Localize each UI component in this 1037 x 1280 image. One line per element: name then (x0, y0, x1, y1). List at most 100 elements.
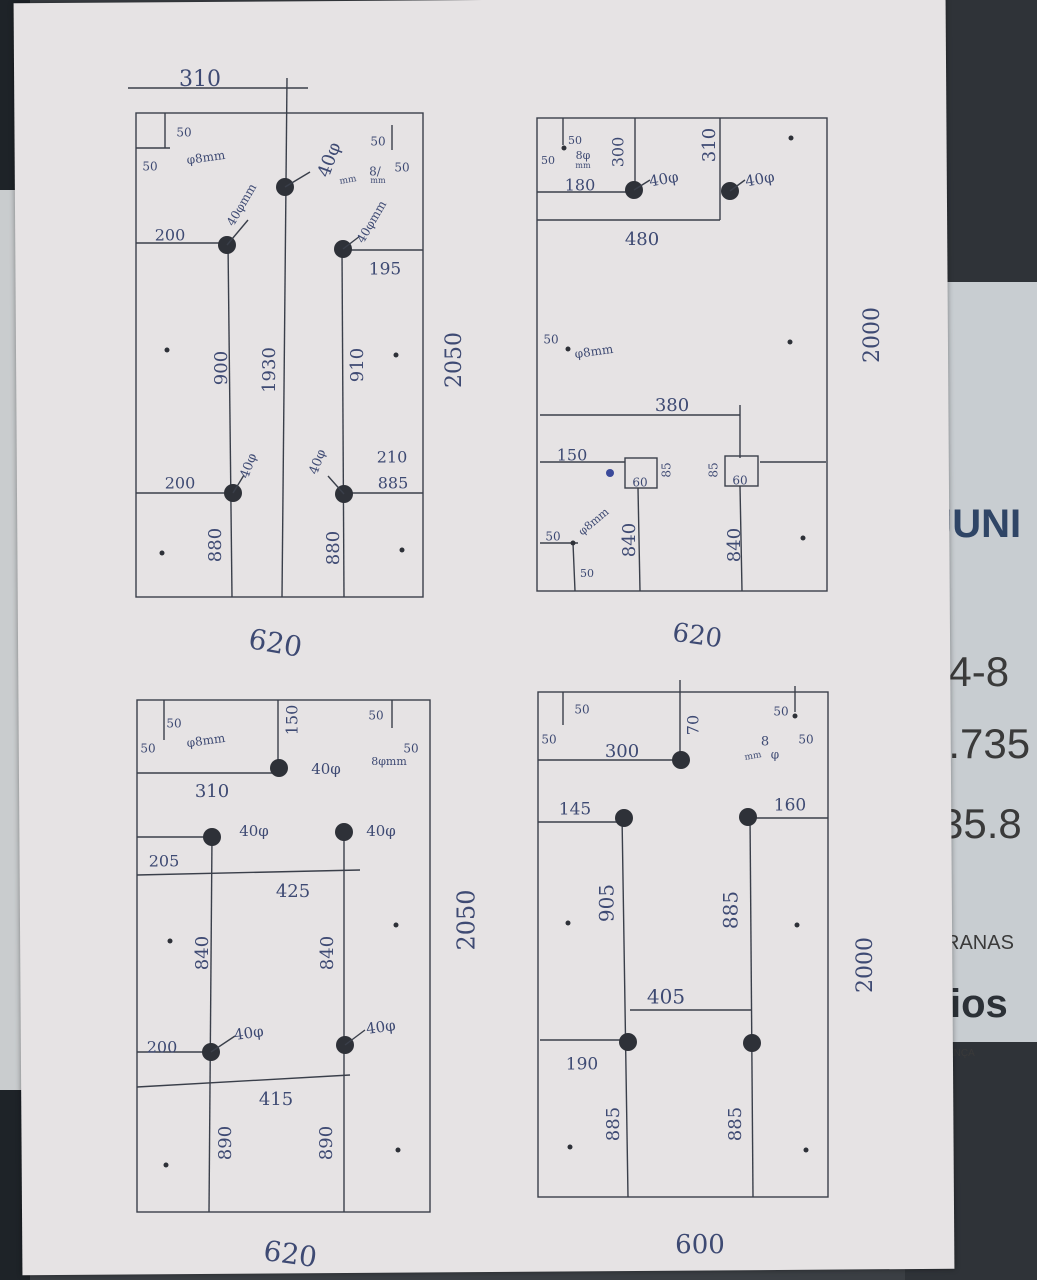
hole-8 (561, 145, 567, 151)
hole-8 (399, 547, 405, 553)
dimension-label: 40φmm (354, 198, 390, 246)
dimension-label: 885 (603, 1107, 624, 1141)
dimension-label: 40φ (744, 168, 776, 191)
dimension-label: 890 (215, 1126, 236, 1160)
dimension-label: 900 (211, 351, 232, 385)
hole-8 (794, 922, 800, 928)
hole-8 (565, 346, 571, 352)
dimension-label: φ (771, 748, 779, 762)
panel-bottom-right (537, 680, 829, 1198)
hole-8 (167, 938, 173, 944)
dimension-label: mm (744, 750, 763, 763)
dimension-label: 200 (147, 1038, 178, 1057)
bg-tiny-text: ANÇA (947, 1048, 975, 1059)
hole-40 (672, 751, 690, 769)
dimension-label: 50 (580, 567, 594, 580)
hole-8 (565, 920, 571, 926)
dimension-label: 50 (403, 742, 418, 756)
dimension-label: 890 (316, 1126, 337, 1160)
panel-top-left (128, 77, 424, 598)
dimension-label: 620 (262, 1234, 320, 1274)
dimension-label: 300 (605, 741, 639, 762)
dimension-label: 40φ (307, 447, 330, 476)
dimension-label: 885 (378, 474, 409, 493)
dimension-label: 840 (317, 936, 338, 970)
hole-8 (787, 339, 793, 345)
dimension-label: 50 (798, 733, 813, 747)
dimension-label: 50 (568, 134, 582, 147)
dimension-label: 880 (323, 531, 344, 565)
hole-40 (615, 809, 633, 827)
bg-line-3: 35.8 (940, 800, 1022, 847)
dimension-label: 620 (670, 618, 723, 655)
dimension-label: 40φ (239, 822, 269, 840)
dimension-label: 50 (773, 705, 788, 719)
ink-mark (606, 469, 614, 477)
dimension-label: 415 (259, 1089, 293, 1110)
dimension-label: 50 (166, 717, 181, 731)
hole-40 (270, 759, 288, 777)
dimension-label: 70 (684, 715, 703, 735)
dimension-label: 150 (283, 705, 302, 736)
dimension-label: 195 (369, 260, 401, 280)
dimension-label: 2050 (442, 332, 467, 388)
dimension-label: 145 (559, 800, 591, 820)
dimension-label: 85 (707, 462, 721, 477)
hole-8 (159, 550, 165, 556)
dimension-label: 880 (205, 528, 226, 562)
dimension-label: 50 (368, 709, 383, 723)
hole-40 (203, 828, 221, 846)
bg-logo: ios (950, 982, 1008, 1026)
dimension-label: 310 (179, 67, 221, 92)
dimension-label: 840 (619, 523, 640, 557)
dimension-label: 2000 (860, 307, 885, 363)
dimension-label: 910 (347, 348, 368, 382)
dimension-label: 8φmm (371, 755, 407, 768)
dimension-label: 60 (632, 476, 647, 490)
dimension-label: 40φ (314, 140, 346, 181)
dimension-label: 205 (149, 852, 180, 871)
dimension-label: 8/ (369, 165, 382, 179)
dimension-label: 905 (595, 884, 619, 922)
dimension-label: 85 (660, 462, 674, 477)
dimension-label: 60 (732, 474, 747, 488)
dimension-label: 2050 (453, 889, 481, 950)
hole-8 (792, 713, 798, 719)
dimension-label: 885 (719, 891, 743, 929)
hole-8 (164, 347, 170, 353)
dimension-label: 40φ (366, 822, 396, 840)
hole-8 (163, 1162, 169, 1168)
dimension-label: 425 (276, 881, 310, 902)
dimension-label: 50 (140, 742, 155, 756)
dimension-label: 310 (699, 128, 720, 162)
hole-8 (395, 1147, 401, 1153)
dimension-label: mm (339, 174, 358, 187)
dimension-label: 620 (246, 622, 304, 664)
hole-8 (393, 922, 399, 928)
dimension-label: 50 (142, 160, 157, 174)
bg-small-text: RANAS (945, 932, 1014, 954)
dimension-label: 50 (541, 154, 555, 167)
dimension-label: mm (575, 161, 591, 170)
dimension-label: φ8mm (576, 505, 612, 538)
dimension-label: 1930 (259, 347, 280, 393)
dimension-label: φ8mm (186, 148, 227, 167)
dimension-label: 50 (394, 161, 409, 175)
dimension-label: 40φ (233, 1022, 265, 1044)
dimension-label: 840 (192, 936, 213, 970)
panel-bottom-left (136, 699, 431, 1213)
dimension-label: 200 (165, 474, 196, 493)
dimension-label: 885 (725, 1107, 746, 1141)
hole-8 (800, 535, 806, 541)
hole-8 (393, 352, 399, 358)
dimension-label: 405 (647, 985, 685, 1009)
dimension-label: 50 (176, 126, 191, 140)
dimension-label: 480 (625, 229, 659, 250)
dimension-label: 50 (574, 703, 589, 717)
hole-8 (567, 1144, 573, 1150)
dimension-label: 180 (565, 176, 596, 195)
dimension-label: 150 (557, 446, 588, 465)
dimension-label: 300 (609, 137, 628, 168)
